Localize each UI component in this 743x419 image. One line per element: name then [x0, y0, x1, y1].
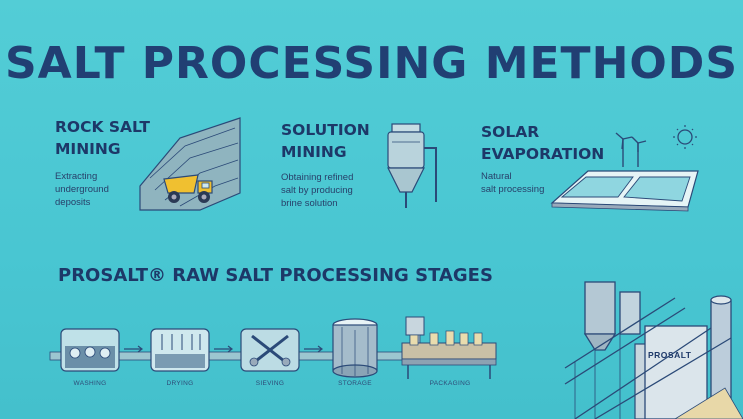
- solution-title-line2: MINING: [281, 143, 347, 161]
- stage-label-washing: WASHING: [73, 380, 107, 387]
- dump-truck-icon: [139, 117, 241, 211]
- rock-salt-desc-line3: deposits: [55, 197, 91, 208]
- solution-desc-line1: Obtaining refined: [281, 172, 354, 183]
- arrow-icon: [124, 345, 143, 353]
- solar-desc-line1: Natural: [481, 171, 512, 182]
- solar-evaporation-description: Natural salt processing: [481, 170, 544, 196]
- solar-title-line1: SOLAR: [481, 123, 540, 141]
- rock-salt-mining-title: ROCK SALT MINING: [55, 116, 150, 160]
- stage-label-packaging: PACKAGING: [429, 380, 471, 387]
- salt-plant-illustration: [564, 281, 743, 419]
- solar-evaporation-title: SOLAR EVAPORATION: [481, 121, 604, 165]
- solution-mining-title: SOLUTION MINING: [281, 119, 370, 163]
- stage-label-sieving: SIEVING: [255, 380, 285, 387]
- rock-salt-title-line2: MINING: [55, 140, 121, 158]
- evaporation-pond-icon: [550, 125, 699, 212]
- tank-icon: [387, 123, 437, 208]
- stage-label-drying: DRYING: [166, 380, 194, 387]
- sieving-tank-icon: [240, 328, 300, 372]
- rock-salt-title-line1: ROCK SALT: [55, 118, 150, 136]
- stages-title: PROSALT® RAW SALT PROCESSING STAGES: [58, 265, 493, 286]
- page-title: SALT PROCESSING METHODS: [4, 38, 739, 89]
- solution-mining-description: Obtaining refined salt by producing brin…: [281, 171, 353, 210]
- washing-tank-icon: [60, 328, 120, 372]
- solution-desc-line2: salt by producing: [281, 185, 353, 196]
- storage-silo-icon: [332, 318, 378, 378]
- plant-label: PROSALT: [648, 350, 692, 360]
- stage-label-storage: STORAGE: [338, 380, 372, 387]
- arrow-icon: [304, 345, 323, 353]
- solution-title-line1: SOLUTION: [281, 121, 370, 139]
- solar-desc-line2: salt processing: [481, 184, 545, 195]
- arrow-icon: [214, 345, 233, 353]
- solution-desc-line3: brine solution: [281, 198, 338, 209]
- rock-salt-desc-line1: Extracting: [55, 171, 98, 182]
- solar-title-line2: EVAPORATION: [481, 145, 605, 163]
- rock-salt-desc-line2: underground: [55, 184, 109, 195]
- packaging-machine-icon: [401, 316, 497, 379]
- rock-salt-mining-description: Extracting underground deposits: [55, 170, 109, 209]
- drying-tank-icon: [150, 328, 210, 372]
